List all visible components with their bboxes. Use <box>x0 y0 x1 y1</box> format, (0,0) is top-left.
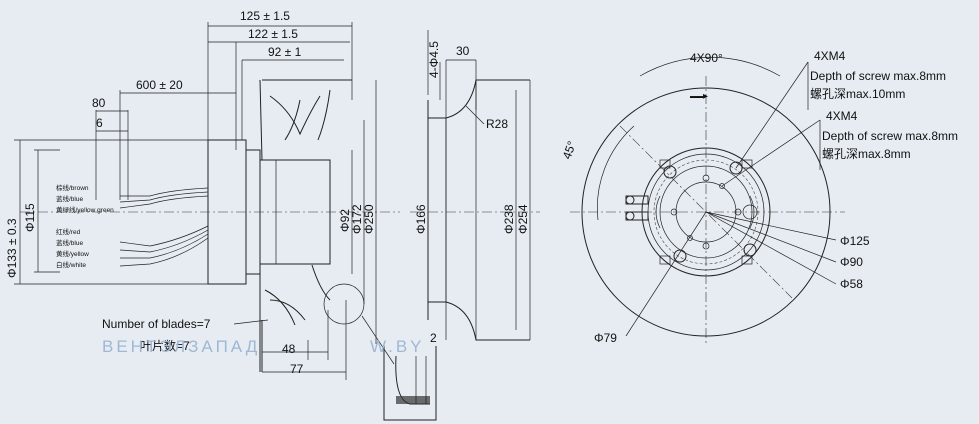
ring-dim-30: 30 <box>456 44 470 58</box>
dim-48: 48 <box>282 342 296 356</box>
front-dia-58: Φ58 <box>840 277 863 291</box>
side-view: 125 ± 1.5 122 ± 1.5 92 ± 1 600 ± 20 80 6… <box>5 9 437 421</box>
dia-250: Φ250 <box>362 204 376 234</box>
dim-92: 92 ± 1 <box>268 45 302 59</box>
wire-label-brown: 棕线/brown <box>56 183 89 192</box>
wire-label-yellow: 黄线/yellow <box>56 249 89 258</box>
screw1-title: 4XM4 <box>814 49 846 63</box>
front-dia-79: Φ79 <box>594 331 617 345</box>
blades-note-en: Number of blades=7 <box>102 317 211 331</box>
dim-600: 600 ± 20 <box>136 78 183 92</box>
dia-92: Φ92 <box>338 209 352 232</box>
screw2-title: 4XM4 <box>826 109 858 123</box>
wire-label-blue: 蓝线/blue <box>56 194 83 203</box>
ring-holes: 4-Φ4.5 <box>427 41 441 78</box>
watermark-right: W.BY <box>370 337 425 356</box>
angle-45: 45° <box>560 139 579 161</box>
dia-172: Φ172 <box>350 204 364 234</box>
front-dia-90: Φ90 <box>840 255 863 269</box>
wire-label-yellow-green: 黄绿线/yellow green <box>56 205 114 214</box>
dim-80: 80 <box>92 96 106 110</box>
screw1-cn: 螺孔深max.10mm <box>810 87 905 101</box>
angle-4x90: 4X90° <box>690 51 723 65</box>
dim-77: 77 <box>290 362 304 376</box>
blades-note-cn: 叶片数=7 <box>140 338 190 353</box>
screw2-cn: 螺孔深max.8mm <box>822 147 911 161</box>
screw2-en: Depth of screw max.8mm <box>822 129 958 143</box>
inlet-ring-view: 4-Φ4.5 30 R28 Φ166 Φ238 Φ254 <box>410 30 540 341</box>
detail-circle <box>323 283 365 325</box>
wire-label-blue-2: 蓝线/blue <box>56 238 83 247</box>
wire-label-white: 白线/white <box>56 260 86 269</box>
screw1-en: Depth of screw max.8mm <box>810 69 946 83</box>
dim-125: 125 ± 1.5 <box>240 9 290 23</box>
wire-label-red: 红线/red <box>56 227 81 236</box>
ring-radius: R28 <box>486 117 508 131</box>
watermark-left: ВЕНТЭЛЗАПАД <box>102 337 260 356</box>
dim-6: 6 <box>96 116 103 130</box>
dim-122: 122 ± 1.5 <box>248 27 298 41</box>
dia-133: Φ133 ± 0.3 <box>5 218 19 278</box>
ring-dia-166: Φ166 <box>414 204 428 234</box>
ring-dia-254: Φ254 <box>516 204 530 234</box>
front-view: 45° 4X90° ▬▬▶ 4XM4 Depth of screw max.8m… <box>560 49 958 345</box>
arrow-mark: ▬▬▶ <box>690 93 709 100</box>
detail-dim-2: 2 <box>430 331 437 345</box>
dia-115: Φ115 <box>23 203 37 232</box>
ring-dia-238: Φ238 <box>502 204 516 234</box>
front-dia-125: Φ125 <box>840 234 870 248</box>
